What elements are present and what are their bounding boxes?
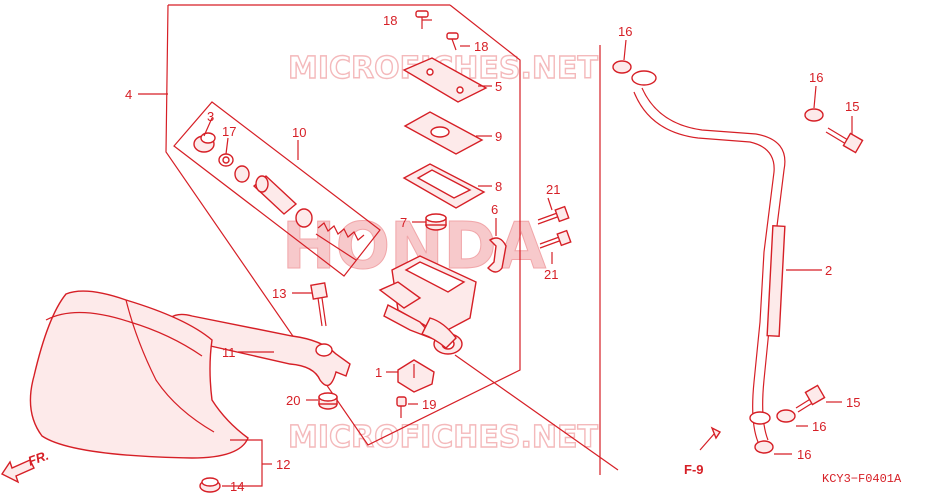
callout-21-lower: 21 — [544, 267, 558, 282]
knuckle-guard — [29, 290, 249, 459]
screw-14 — [199, 477, 221, 493]
callout-18-lower: 18 — [474, 39, 488, 54]
bolt-21-lower — [539, 229, 572, 249]
leader-17 — [225, 137, 229, 155]
callout-19: 19 — [422, 397, 436, 412]
assembly-outline — [165, 4, 521, 446]
cap-hole-right — [456, 86, 464, 94]
callout-20: 20 — [286, 393, 300, 408]
brake-light-switch — [397, 359, 435, 393]
bolt-21-upper — [537, 205, 570, 225]
leader-cylinder-hose — [454, 354, 619, 471]
sealing-washer-16d — [754, 440, 774, 454]
callout-9: 9 — [495, 129, 502, 144]
front-direction-arrow — [0, 459, 35, 484]
screw-19 — [396, 396, 407, 418]
f9-arrowhead — [710, 426, 722, 440]
piston-washer — [234, 165, 250, 183]
callout-13: 13 — [272, 286, 286, 301]
piston-cup — [295, 208, 313, 228]
watermark-bottom: MICROFICHES.NET — [288, 420, 599, 455]
callout-17: 17 — [222, 124, 236, 139]
callout-15-upper: 15 — [845, 99, 859, 114]
plate-boss — [430, 126, 450, 138]
pivot-bolt-13 — [310, 282, 328, 327]
callout-1: 1 — [375, 365, 382, 380]
leader-16b — [813, 85, 817, 109]
reference-marker-f9: F-9 — [684, 462, 704, 477]
f9-arrow-shaft — [699, 433, 715, 451]
callout-14: 14 — [230, 479, 244, 494]
spring — [315, 222, 365, 261]
leader-12-14 — [222, 439, 263, 487]
callout-16-c: 16 — [812, 419, 826, 434]
guard-crease — [125, 299, 215, 433]
circlip-17 — [218, 153, 234, 167]
pivot-cap-20 — [318, 392, 338, 410]
callout-15-lower: 15 — [846, 395, 860, 410]
callout-5: 5 — [495, 79, 502, 94]
callout-3: 3 — [207, 109, 214, 124]
callout-7: 7 — [400, 215, 407, 230]
callout-4: 4 — [125, 87, 132, 102]
callout-6: 6 — [491, 202, 498, 217]
callout-16-d: 16 — [797, 447, 811, 462]
callout-8: 8 — [495, 179, 502, 194]
oil-bolt-15-upper — [825, 127, 864, 154]
diagram-code: KCY3−F0401A — [822, 472, 902, 486]
clamp-bracket — [487, 237, 507, 273]
front-marker: FR. — [26, 448, 51, 469]
diaphragm-inner — [416, 169, 472, 199]
sealing-washer-16a — [612, 60, 632, 74]
leader-3 — [203, 117, 213, 137]
callout-2: 2 — [825, 263, 832, 278]
lever-pivot-hole — [315, 343, 333, 357]
sealing-washer-16b — [804, 108, 824, 122]
sealing-washer-16c — [776, 409, 796, 423]
piston — [252, 175, 298, 215]
callout-10: 10 — [292, 125, 306, 140]
oil-bolt-15-lower — [795, 384, 826, 413]
callout-11: 11 — [222, 345, 236, 360]
master-cylinder-body — [378, 255, 477, 355]
screw-18-lower — [446, 32, 459, 51]
leader-16a — [623, 39, 627, 61]
callout-12: 12 — [276, 457, 290, 472]
callout-18-upper: 18 — [383, 13, 397, 28]
guard-edge — [45, 311, 203, 357]
callout-21-upper: 21 — [546, 182, 560, 197]
callout-16-b: 16 — [809, 70, 823, 85]
cap-hole-left — [426, 68, 434, 76]
brake-hose — [631, 70, 786, 443]
reservoir-cap — [402, 57, 488, 103]
leader-21a — [547, 197, 553, 211]
float — [425, 213, 447, 231]
piston-kit-outline — [173, 101, 381, 277]
screw-18-upper — [415, 10, 429, 29]
callout-16-a: 16 — [618, 24, 632, 39]
